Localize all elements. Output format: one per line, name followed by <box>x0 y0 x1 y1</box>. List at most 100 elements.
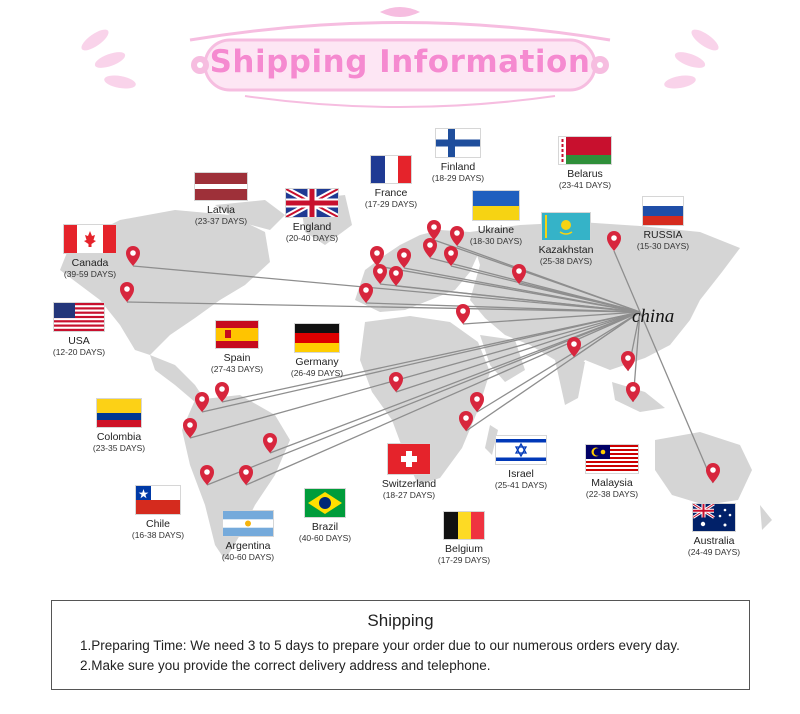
country-name: Ukraine <box>477 224 515 236</box>
delivery-days: (22-38 DAYS) <box>585 489 639 499</box>
delivery-days: (26-49 DAYS) <box>290 368 344 378</box>
pin-icon <box>195 392 209 412</box>
delivery-days: (18-29 DAYS) <box>431 173 485 183</box>
pin-icon <box>200 465 214 485</box>
pin-icon <box>239 465 253 485</box>
country-name: Argentina <box>225 540 271 552</box>
pin-icon <box>423 238 437 258</box>
delivery-days: (17-29 DAYS) <box>437 555 491 565</box>
country-ukraine: Ukraine (18-30 DAYS) <box>441 190 551 247</box>
delivery-days: (24-49 DAYS) <box>687 547 741 557</box>
pin-icon <box>183 418 197 438</box>
delivery-days: (23-41 DAYS) <box>558 180 612 190</box>
pin-icon <box>373 264 387 284</box>
pin-icon <box>215 382 229 402</box>
pin-icon <box>444 246 458 266</box>
pin-icon <box>370 246 384 266</box>
pin-icon <box>567 337 581 357</box>
country-finland: Finland (18-29 DAYS) <box>403 128 513 184</box>
germany-flag-icon <box>294 323 340 353</box>
page-title: Shipping Information <box>209 44 591 80</box>
delivery-days: (20-40 DAYS) <box>285 233 339 243</box>
pin-icon <box>397 248 411 268</box>
shipping-note-2: 2.Make sure you provide the correct deli… <box>80 658 491 673</box>
destination-label: china <box>632 306 675 327</box>
shipping-routes <box>126 239 714 486</box>
pin-icon <box>607 231 621 251</box>
argentina-flag-icon <box>222 510 274 537</box>
delivery-days: (40-60 DAYS) <box>298 533 352 543</box>
country-belarus: Belarus (23-41 DAYS) <box>530 136 640 191</box>
country-canada: Canada (39-59 DAYS) <box>35 224 145 280</box>
belarus-flag-icon <box>558 136 612 165</box>
country-name: RUSSIA <box>643 229 683 241</box>
delivery-days: (39-59 DAYS) <box>63 269 117 279</box>
pin-icon <box>450 226 464 246</box>
ukraine-flag-icon <box>472 190 520 221</box>
pin-icon <box>126 246 140 266</box>
shipping-note-1: 1.Preparing Time: We need 3 to 5 days to… <box>80 638 680 653</box>
spain-flag-icon <box>215 320 259 349</box>
pin-icon <box>512 264 526 284</box>
country-russia: RUSSIA (15-30 DAYS) <box>608 196 718 252</box>
finland-flag-icon <box>435 128 481 158</box>
country-name: USA <box>68 335 90 347</box>
country-argentina: Argentina (40-60 DAYS) <box>193 510 303 563</box>
pin-icon <box>621 351 635 371</box>
latvia-flag-icon <box>194 172 248 201</box>
delivery-days: (25-38 DAYS) <box>539 256 593 266</box>
pin-icon <box>459 411 473 431</box>
country-spain: Spain (27-43 DAYS) <box>182 320 292 375</box>
country-name: Malaysia <box>591 477 633 489</box>
colombia-flag-icon <box>96 398 142 428</box>
country-name: Israel <box>508 468 534 480</box>
usa-flag-icon <box>53 302 105 332</box>
pin-icon <box>427 220 441 240</box>
switzerland-flag-icon <box>387 443 431 475</box>
country-name: Belgium <box>445 543 483 555</box>
france-flag-icon <box>370 155 412 184</box>
country-france: France (17-29 DAYS) <box>336 155 446 210</box>
country-england: England (20-40 DAYS) <box>257 188 367 244</box>
delivery-days: (18-27 DAYS) <box>382 490 436 500</box>
delivery-days: (18-30 DAYS) <box>469 236 523 246</box>
country-name: Latvia <box>206 204 236 216</box>
location-pins <box>120 220 720 485</box>
pin-icon <box>120 282 134 302</box>
world-map <box>60 195 772 560</box>
israel-flag-icon <box>495 435 547 465</box>
country-name: England <box>292 221 332 233</box>
delivery-days: (15-30 DAYS) <box>636 241 690 251</box>
country-name: Kazakhstan <box>538 244 594 256</box>
country-name: Canada <box>71 257 109 269</box>
country-brazil: Brazil (40-60 DAYS) <box>270 488 380 544</box>
shipping-title: Shipping <box>367 611 434 630</box>
pin-icon <box>706 463 720 483</box>
pin-icon <box>456 304 470 324</box>
banner-decoration <box>81 7 719 108</box>
country-name: Brazil <box>311 521 339 533</box>
australia-flag-icon <box>692 503 736 532</box>
country-malaysia: Malaysia (22-38 DAYS) <box>557 444 667 500</box>
pin-icon <box>626 382 640 402</box>
country-australia: Australia (24-49 DAYS) <box>659 503 769 558</box>
country-name: Australia <box>693 535 735 547</box>
country-chile: Chile (16-38 DAYS) <box>103 485 213 541</box>
delivery-days: (12-20 DAYS) <box>52 347 106 357</box>
uk-flag-icon <box>285 188 339 218</box>
country-israel: Israel (25-41 DAYS) <box>466 435 576 491</box>
country-name: Belarus <box>567 168 603 180</box>
country-usa: USA (12-20 DAYS) <box>24 302 134 358</box>
brazil-flag-icon <box>304 488 346 518</box>
pin-icon <box>263 433 277 453</box>
country-name: Spain <box>223 352 251 364</box>
country-name: France <box>374 187 408 199</box>
canada-flag-icon <box>63 224 117 254</box>
country-colombia: Colombia (23-35 DAYS) <box>64 398 174 454</box>
delivery-days: (17-29 DAYS) <box>364 199 418 209</box>
shipping-info-box: Shipping 1.Preparing Time: We need 3 to … <box>51 600 750 690</box>
delivery-days: (23-35 DAYS) <box>92 443 146 453</box>
country-germany: Germany (26-49 DAYS) <box>262 323 372 379</box>
malaysia-flag-icon <box>585 444 639 474</box>
kazakhstan-flag-icon <box>541 212 591 241</box>
